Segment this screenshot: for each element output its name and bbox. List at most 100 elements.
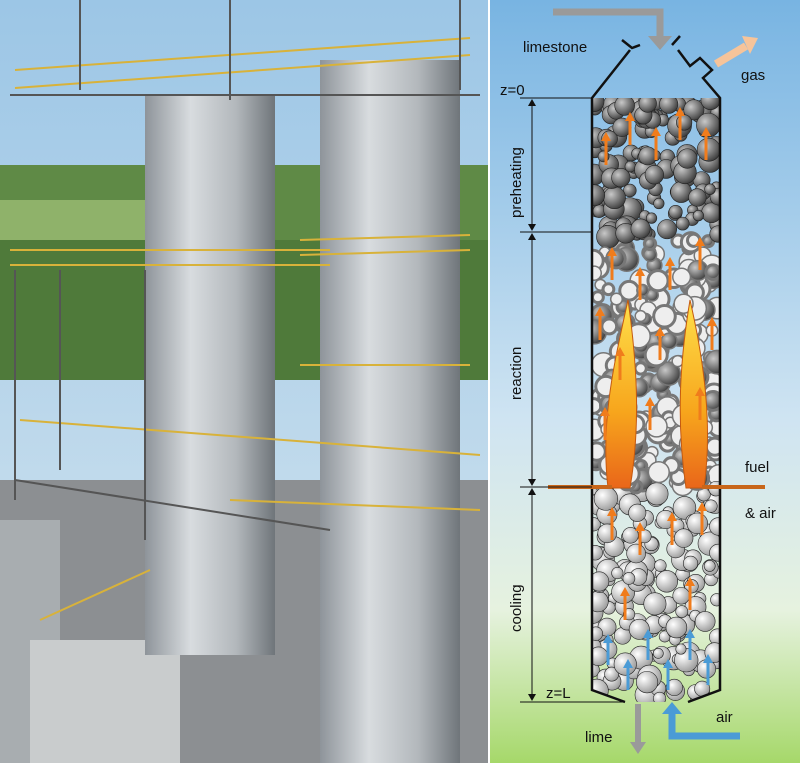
label-fuel: fuel [745,459,769,476]
hot-gas-arrow-head [595,307,605,316]
particle-limestone [696,137,720,162]
label-and-air: & air [745,505,776,522]
particle-limestone [659,98,679,114]
particle-lime [709,517,720,536]
particle-lime [604,666,620,682]
steel-frame [10,0,480,540]
gas-flow-arrows [595,107,717,690]
particle-calcining [609,292,624,306]
particle-limestone [677,148,698,169]
particle-limestone [668,204,683,220]
hot-gas-arrow-head [685,577,695,586]
particle-lime [652,648,664,659]
hot-gas-arrow-head [655,327,665,336]
hot-gas-arrow-head [615,347,625,356]
particle-calcining [634,309,647,323]
hot-gas-arrow-head [667,512,677,521]
particle-lime [672,587,690,605]
particle-calcining [592,290,605,305]
hot-gas-arrow-head [651,127,661,136]
cold-air-arrow-head [603,634,613,643]
flame-right [679,299,709,489]
lime-kiln-photo [0,0,488,763]
hot-gas-arrow-head [625,112,635,121]
particle-lime [622,527,639,544]
particle-lime [672,496,697,520]
hot-gas-arrow-head [697,502,707,511]
cold-air-arrow-head [623,659,633,668]
particle-calcining [672,267,692,287]
particle-lime [694,611,716,632]
hot-gas-arrow-head [620,587,630,596]
particle-calcining [704,263,720,281]
particle-lime [628,618,650,640]
label-cooling: cooling [508,584,525,632]
particle-lime [709,543,720,562]
hot-gas-arrow-head [635,522,645,531]
particle-lime [675,605,689,618]
hot-gas-arrow-head [695,387,705,396]
particle-lime [611,567,624,580]
hot-gas-arrow-head [695,237,705,246]
particle-lime [592,545,603,561]
particle-lime [626,543,646,564]
railings [10,37,481,621]
particle-lime [597,523,617,544]
particle-lime [628,503,647,522]
particle-lime [593,486,618,511]
particle-calcining [646,269,670,293]
particle-limestone [623,183,637,198]
particle-calcining [652,303,677,329]
label-zL: z=L [546,685,571,702]
particle-limestone [638,146,658,166]
particle-limestone [630,218,651,239]
cold-air-arrow-head [703,654,713,663]
particle-limestone [603,186,626,210]
particle-limestone [683,99,705,121]
particle-lime [622,572,636,585]
particle-lime [655,570,678,593]
label-reaction: reaction [508,347,525,400]
flame-left [605,299,638,489]
particle-calcining [643,342,669,368]
hot-gas-arrow-head [645,397,655,406]
particle-calcining [642,236,658,251]
particle-limestone [709,225,720,243]
kiln-diagram: limestone gas z=0 z=L preheating reactio… [490,0,800,763]
hot-gas-arrow-head [607,507,617,516]
particle-lime [653,691,667,702]
particle-limestone [592,98,605,113]
particle-calcining [600,317,619,336]
particle-limestone [644,165,664,185]
particle-lime [686,512,708,534]
limestone-feed-arrow [553,8,664,38]
label-preheating: preheating [508,147,525,218]
particle-calcining [592,265,603,281]
particle-limestone [688,188,707,207]
particle-limestone [596,225,620,249]
label-limestone: limestone [523,39,587,56]
kiln-tower-right [320,60,460,763]
zone-dimension-lines [520,97,625,703]
kiln-tower-left [145,95,275,655]
particle-limestone [657,219,677,240]
kiln-wall-left [590,49,631,704]
particle-lime [675,643,687,655]
gas-exit-arrow [713,42,749,68]
particle-lime [635,671,659,694]
particle-limestone [645,212,658,224]
cold-air-arrow-head [685,629,695,638]
kiln-wall-right [677,49,722,704]
particle-calcining [704,349,720,375]
particle-limestone [692,210,704,222]
particle-calcining [601,282,616,297]
particle-lime [592,571,610,592]
particle-calcining [633,361,648,376]
particle-lime [645,482,669,506]
hot-gas-arrow-head [707,317,717,326]
particle-lime [643,592,667,616]
label-z0: z=0 [500,82,525,99]
particle-limestone [701,202,720,224]
particle-limestone [638,98,657,113]
particle-lime [703,560,716,572]
